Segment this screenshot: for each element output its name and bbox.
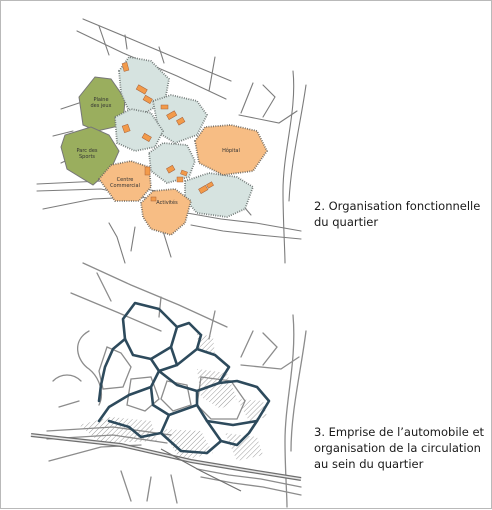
- caption-plan-3: 3. Emprise de l’automobile et organisati…: [314, 424, 489, 472]
- caption-plan-2: 2. Organisation fonctionnelle du quartie…: [314, 198, 489, 230]
- parking-area: [225, 433, 263, 461]
- building: [135, 84, 148, 95]
- building: [166, 110, 178, 120]
- plaine-des-jeux-label-2: des jeux: [90, 103, 111, 109]
- housing-cell: [114, 108, 165, 152]
- activites-label: Activités: [156, 199, 178, 206]
- car-network-path: [159, 413, 223, 455]
- car-network-path: [121, 301, 179, 361]
- building: [176, 116, 186, 126]
- building: [121, 123, 131, 134]
- car-network-path: [107, 419, 163, 439]
- building: [206, 181, 214, 189]
- car-network-path: [97, 337, 127, 403]
- caption-plan-3-line-1: 3. Emprise de l’automobile et: [314, 425, 485, 439]
- plan-2-green-spaces: [60, 76, 126, 186]
- building: [150, 196, 157, 202]
- building: [166, 164, 176, 174]
- car-network-path: [169, 345, 179, 367]
- centre-commercial-label-2: Commercial: [110, 183, 140, 189]
- building: [198, 184, 209, 194]
- parking-area: [197, 369, 237, 409]
- parking-area: [79, 417, 157, 443]
- caption-plan-2-line-1: 2. Organisation fonctionnelle: [314, 199, 481, 213]
- car-network-path: [97, 385, 153, 423]
- car-network-path: [149, 369, 199, 417]
- building: [180, 169, 188, 177]
- centre-commercial-label-1: Centre: [117, 177, 134, 183]
- hopital-label: Hôpital: [222, 147, 240, 154]
- housing-cell: [118, 56, 170, 114]
- building: [176, 176, 184, 183]
- parc-des-sports-zone: [60, 126, 120, 186]
- building: [142, 94, 153, 104]
- building: [141, 132, 152, 142]
- parc-des-sports-label-1: Parc des: [77, 148, 98, 154]
- plan-3-roads: [46, 262, 307, 508]
- plan-3-car-network: [97, 301, 271, 455]
- building: [160, 104, 169, 110]
- activites-zone: [140, 188, 193, 237]
- plan-3-car-circulation: [30, 262, 307, 508]
- caption-plan-2-line-2: du quartier: [314, 215, 379, 229]
- caption-plan-3-line-3: au sein du quartier: [314, 457, 424, 471]
- centre-commercial-zone: [97, 160, 152, 202]
- plan-2-functional-organisation: Plaine des jeux Parc des Sports Hôpital …: [36, 18, 307, 264]
- building: [121, 62, 130, 72]
- hopital-zone: [194, 124, 269, 176]
- building: [144, 166, 151, 176]
- housing-cell: [184, 172, 255, 218]
- parc-des-sports-label-2: Sports: [79, 154, 95, 160]
- plaine-des-jeux-label-1: Plaine: [93, 97, 108, 103]
- plan-2-buildings: [121, 62, 214, 202]
- plan-3-motorway: [30, 433, 302, 492]
- housing-cell: [148, 142, 196, 184]
- car-network-path: [219, 419, 259, 447]
- plaine-des-jeux-zone: [78, 76, 126, 132]
- caption-plan-3-line-2: organisation de la circulation: [314, 441, 481, 455]
- plan-2-facilities: [97, 124, 269, 237]
